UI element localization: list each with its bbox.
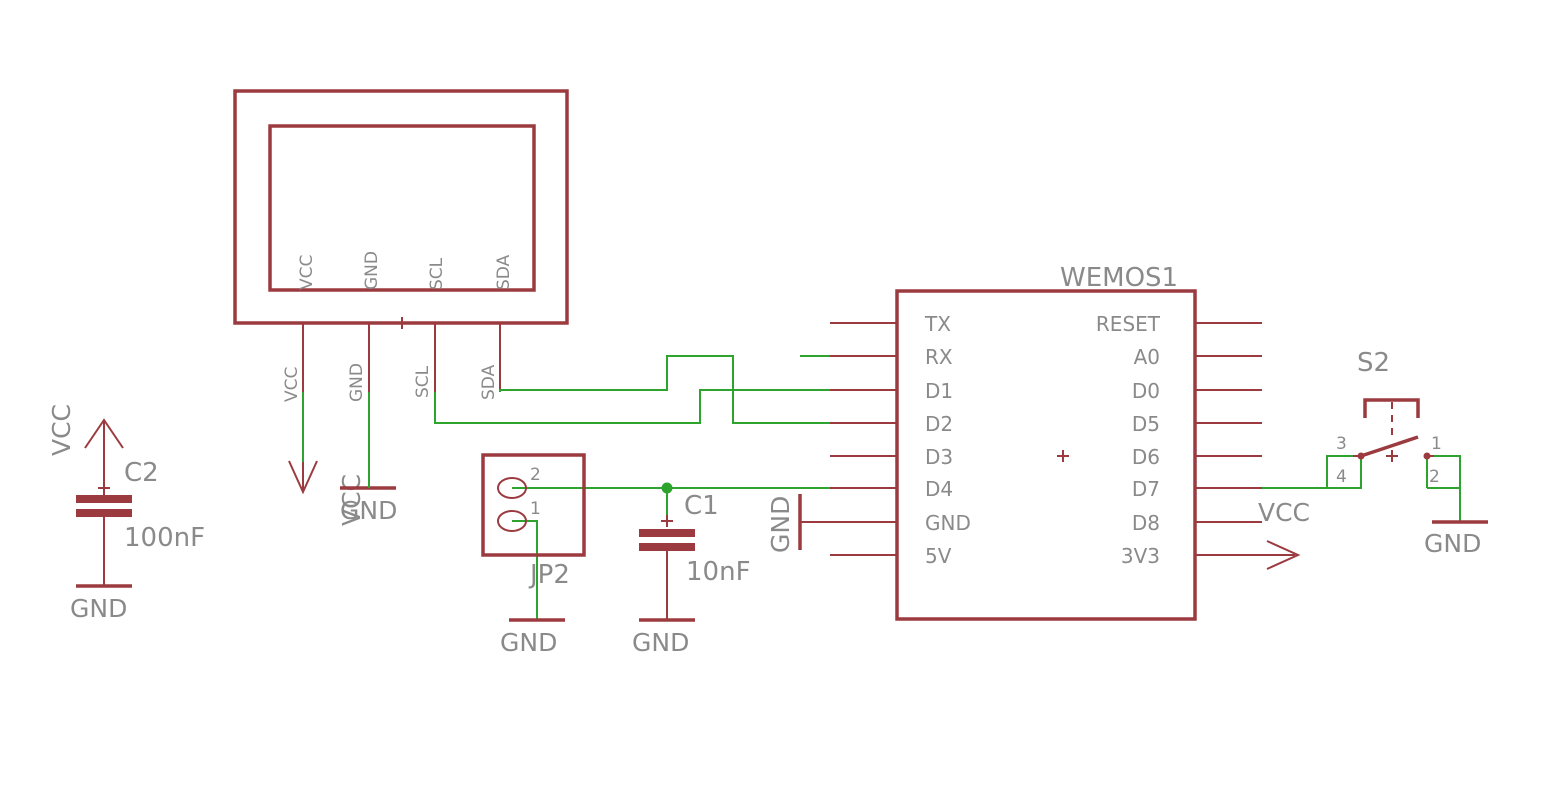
s2-pin1: 1 [1431, 434, 1442, 454]
wemos-label-5v: 5V [925, 544, 952, 568]
s2-actuator [1363, 398, 1420, 418]
wemos-label-d5: D5 [1132, 412, 1160, 436]
s2-contact [1360, 435, 1419, 458]
wemos-label-d1: D1 [925, 379, 953, 403]
c2-gnd-label: GND [70, 594, 127, 623]
display-pin-label-scl: SCL [413, 365, 433, 398]
wire-scl-d1[interactable] [434, 389, 830, 424]
c1-gnd-label: GND [632, 628, 689, 657]
display-inner-label-scl: SCL [427, 257, 447, 290]
wire-jp2-gnd[interactable] [512, 520, 538, 620]
c1-plate-bottom [639, 543, 695, 551]
wemos-module[interactable]: WEMOS1 TX RX D1 D2 D3 D4 [800, 263, 1295, 621]
wemos-label-d6: D6 [1132, 445, 1160, 469]
display-origin-cross [396, 317, 408, 329]
s2-pin3: 3 [1336, 434, 1347, 454]
switch-s2[interactable]: S2 3 1 4 2 GND [1336, 348, 1488, 558]
c2-vcc-label: VCC [47, 404, 76, 456]
wemos-left-pins [800, 322, 897, 556]
display-vcc-supply-label: VCC [337, 474, 366, 526]
c2-value: 100nF [124, 523, 205, 553]
wemos-label-d8: D8 [1132, 511, 1160, 535]
wemos-label-gnd: GND [925, 511, 971, 535]
wemos-origin-cross [1057, 450, 1069, 462]
wemos-label-tx: TX [924, 312, 951, 336]
s2-name: S2 [1357, 348, 1390, 378]
c2-plate-bottom [76, 509, 132, 517]
capacitor-c2[interactable]: VCC C2 100nF GND [47, 404, 205, 623]
vcc-arrow-icon [1266, 540, 1301, 570]
s2-gnd-label: GND [1424, 529, 1481, 558]
wemos-right-pins [1195, 322, 1295, 556]
display-screen [268, 124, 536, 292]
wemos-name: WEMOS1 [1060, 263, 1178, 293]
c1-value: 10nF [686, 557, 751, 587]
display-inner-label-vcc: VCC [297, 255, 317, 290]
wemos-label-rx: RX [925, 345, 953, 369]
jp2-pin2-num: 2 [530, 465, 541, 485]
display-pin-label-sda: SDA [479, 364, 499, 400]
display-gnd-supply: GND [340, 486, 397, 525]
s2-pin4: 4 [1336, 467, 1347, 487]
display-module[interactable]: VCC GND SCL SDA VCC GND SCL SDA [233, 89, 569, 402]
wire-sda-d2[interactable] [499, 355, 830, 424]
capacitor-c1[interactable]: C1 10nF GND [632, 491, 751, 657]
display-gnd-supply-label: GND [340, 496, 397, 525]
c2-plate-top [76, 495, 132, 503]
s2-pin2: 2 [1429, 467, 1440, 487]
display-inner-label-gnd: GND [362, 251, 382, 290]
wemos-label-d4: D4 [925, 477, 953, 501]
jp2-name: JP2 [528, 560, 570, 590]
wemos-label-d7: D7 [1132, 477, 1160, 501]
c2-name: C2 [124, 458, 159, 488]
wemos-label-d2: D2 [925, 412, 953, 436]
wire-s2-gnd[interactable] [1427, 455, 1461, 522]
jp2-body [481, 453, 586, 557]
wemos-gnd-label: GND [766, 496, 795, 553]
wemos-label-d3: D3 [925, 445, 953, 469]
junction-dot [661, 482, 673, 494]
jp2-gnd-label: GND [500, 628, 557, 657]
wemos-label-reset: RESET [1096, 312, 1161, 336]
wemos-label-a0: A0 [1134, 345, 1160, 369]
wemos-label-3v3: 3V3 [1121, 544, 1160, 568]
jp2-pin1-pad [497, 509, 528, 533]
display-pin-label-vcc: VCC [282, 367, 302, 402]
jp2-pin2-pad [497, 476, 528, 500]
connector-jp2[interactable]: 2 1 JP2 GND [481, 453, 586, 657]
wemos-gnd-supply: GND [766, 494, 802, 553]
display-vcc-supply: VCC [288, 460, 366, 526]
c1-name: C1 [684, 491, 719, 521]
jp2-pin1-num: 1 [530, 499, 541, 519]
display-inner-label-sda: SDA [494, 254, 514, 290]
wemos-label-d0: D0 [1132, 379, 1160, 403]
c1-plate-top [639, 529, 695, 537]
wires [302, 355, 1461, 620]
wemos-vcc-supply: VCC [1258, 498, 1310, 570]
display-pin-label-gnd: GND [347, 363, 367, 402]
wemos-vcc-label: VCC [1258, 498, 1310, 527]
